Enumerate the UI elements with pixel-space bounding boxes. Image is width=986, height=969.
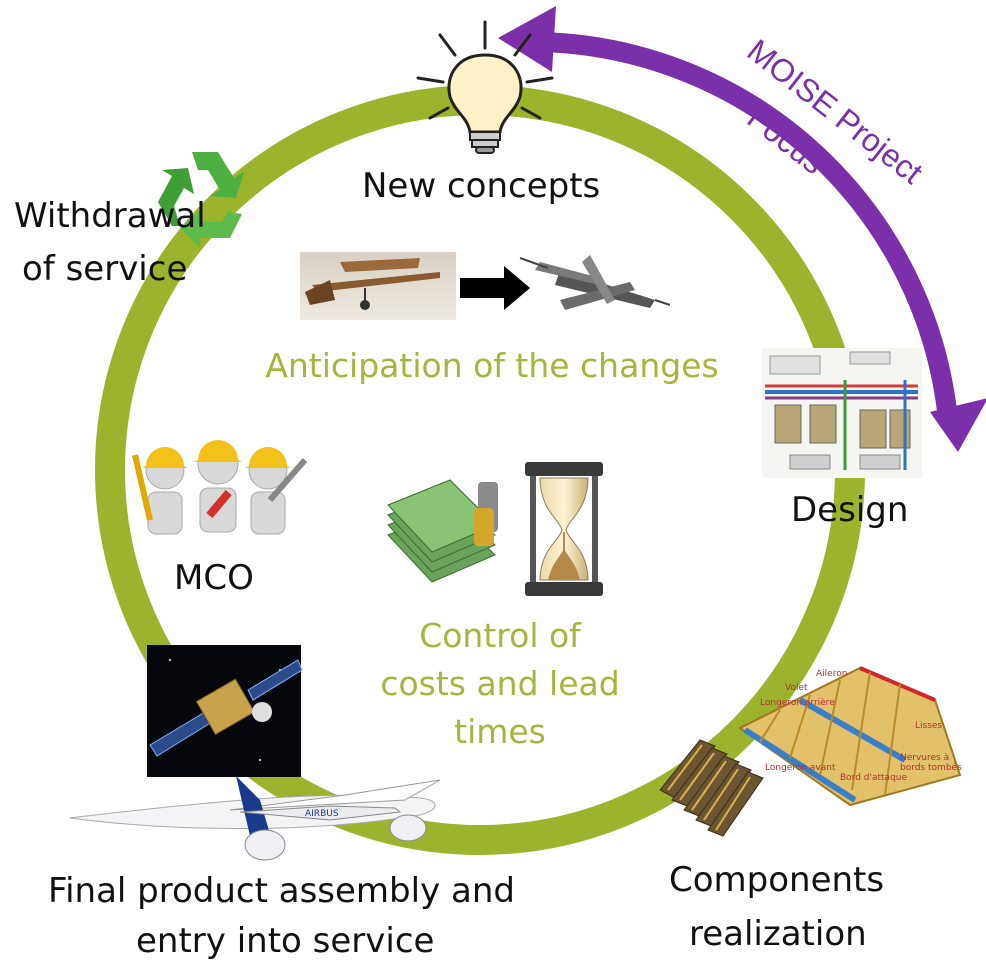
svg-text:Volet: Volet — [785, 683, 808, 693]
airliner-picture: AIRBUS — [69, 776, 441, 861]
futuristic-spacecraft-photo — [519, 255, 671, 310]
svg-text:Bord d'attaque: Bord d'attaque — [840, 773, 907, 783]
lightbulb-icon — [416, 20, 554, 154]
stage-new-concepts: New concepts — [362, 166, 601, 206]
system-schematic-picture — [762, 348, 922, 478]
money-stack-icon — [387, 479, 498, 583]
anticipation-label: Anticipation of the changes — [265, 346, 719, 385]
recycle-icon — [158, 152, 244, 248]
right-arrow-icon — [460, 266, 530, 310]
svg-text:Aileron: Aileron — [816, 669, 847, 679]
svg-text:AIRBUS: AIRBUS — [305, 809, 339, 819]
svg-text:Lisses: Lisses — [915, 721, 942, 731]
hourglass-icon — [525, 462, 603, 596]
stage-final-line2: entry into service — [136, 921, 435, 961]
stage-mco: MCO — [174, 558, 254, 598]
stage-withdrawal-line2: of service — [22, 249, 188, 289]
satellite-photo — [147, 645, 303, 777]
maintenance-workers-picture — [132, 440, 308, 535]
svg-text:Longeron arrière: Longeron arrière — [760, 697, 835, 708]
control-line1: Control of — [419, 616, 581, 655]
stage-final-line1: Final product assembly and — [48, 871, 515, 911]
stage-withdrawal-line1: Withdrawal — [14, 196, 206, 236]
stage-design: Design — [791, 490, 909, 530]
wing-structure-picture: Aileron Volet Longeron arrière Lisses Ne… — [738, 666, 962, 807]
control-line2: costs and lead — [380, 664, 620, 703]
svg-text:bords tombés: bords tombés — [900, 762, 962, 773]
stage-components-line1: Components — [669, 860, 885, 900]
svg-text:Nervures à: Nervures à — [900, 753, 949, 763]
stage-components-line2: realization — [689, 914, 867, 954]
old-airplane-photo — [300, 252, 456, 320]
control-line3: times — [454, 712, 546, 751]
circuit-boards-picture — [659, 739, 764, 837]
svg-text:Longeron avant: Longeron avant — [765, 763, 836, 773]
